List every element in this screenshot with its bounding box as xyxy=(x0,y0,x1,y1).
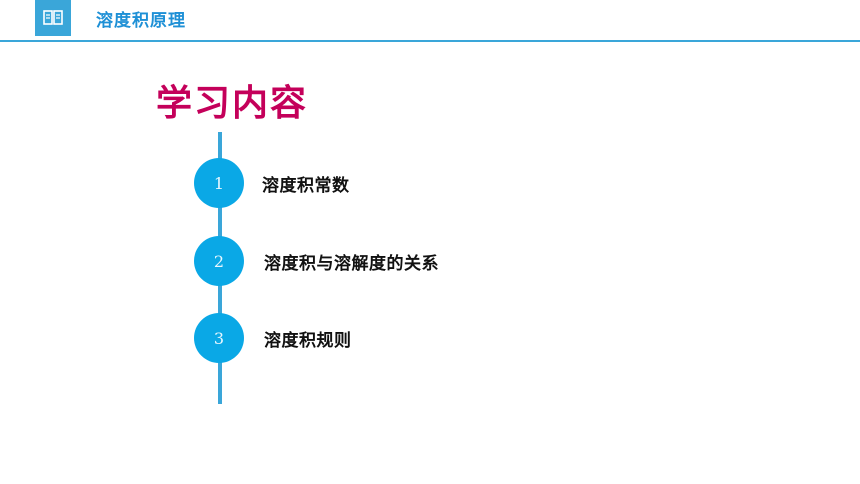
timeline-label-1: 溶度积常数 xyxy=(262,175,350,196)
timeline-label-2: 溶度积与溶解度的关系 xyxy=(264,253,439,274)
header-icon-box xyxy=(35,0,71,36)
timeline-item-3: 3 溶度积规则 xyxy=(194,313,352,363)
section-title: 学习内容 xyxy=(156,83,309,124)
header-title: 溶度积原理 xyxy=(96,11,186,31)
timeline-number-1: 1 xyxy=(194,158,244,208)
timeline-item-2: 2 溶度积与溶解度的关系 xyxy=(194,236,439,286)
timeline-label-3: 溶度积规则 xyxy=(264,330,352,351)
timeline-number-3: 3 xyxy=(194,313,244,363)
timeline-item-1: 1 溶度积常数 xyxy=(194,158,350,208)
timeline-number-2: 2 xyxy=(194,236,244,286)
header-divider xyxy=(0,40,860,42)
book-icon xyxy=(43,10,63,25)
